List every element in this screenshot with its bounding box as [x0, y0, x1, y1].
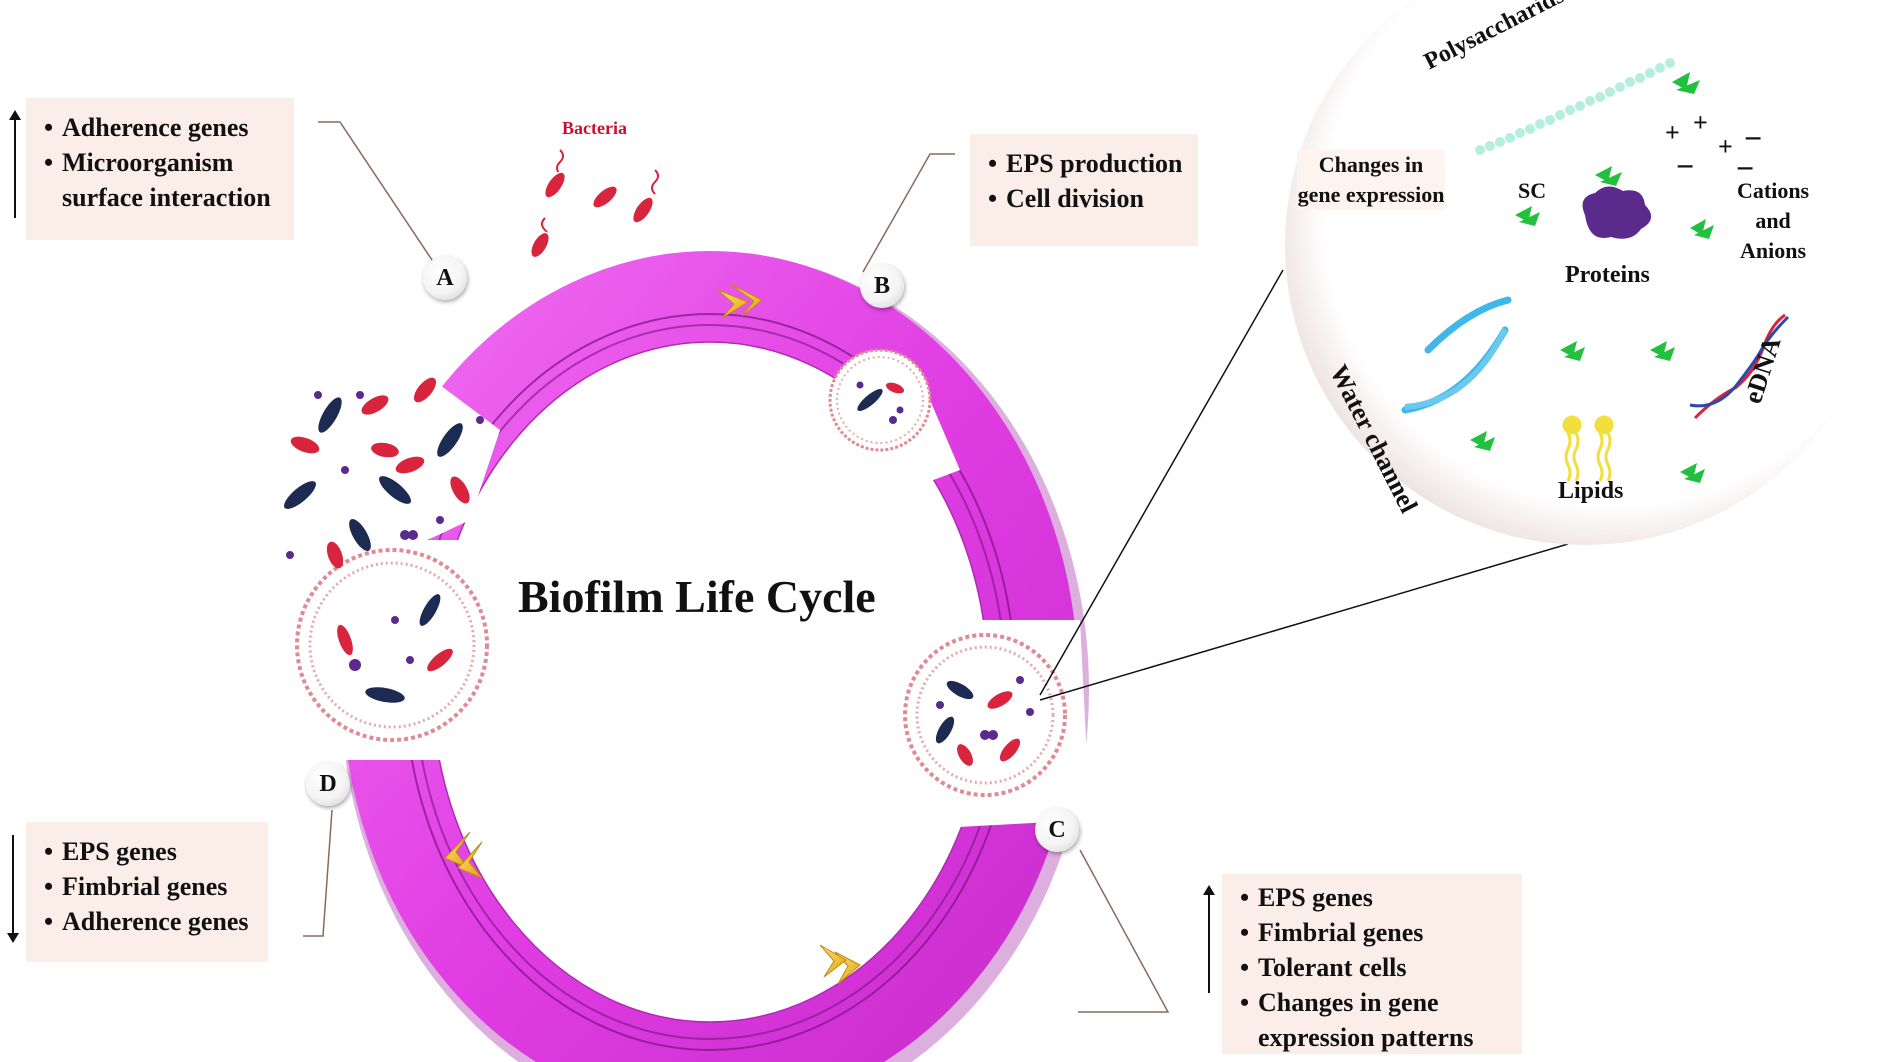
upregulation-arrow-a — [9, 110, 21, 218]
stage-d-marker: D — [306, 762, 350, 806]
lipid-molecules — [1562, 415, 1614, 482]
box-c-item-2: Fimbrial genes — [1240, 915, 1506, 950]
protein-blob — [1582, 186, 1652, 239]
stage-b-colony — [828, 348, 932, 452]
cations-anions-label: Cations and Anions — [1737, 176, 1809, 266]
box-stage-a: Adherence genes Microorganism surface in… — [26, 98, 294, 240]
polysaccharide-chain — [1475, 58, 1675, 155]
box-d-item-2: Fimbrial genes — [44, 869, 252, 904]
direction-arrows — [444, 283, 861, 985]
connector-a — [318, 121, 441, 273]
charge-plus-1: + — [1665, 118, 1680, 147]
box-b-item-1: EPS production — [988, 146, 1183, 181]
connector-c — [1078, 849, 1170, 1013]
dispersing-cells — [284, 377, 484, 569]
sc-label: SC — [1518, 178, 1547, 203]
downregulation-arrow-d — [7, 835, 19, 943]
proteins-label: Proteins — [1565, 262, 1650, 288]
red-cell — [884, 381, 906, 395]
sc-molecules — [1470, 72, 1714, 483]
stage-c-colony — [903, 633, 1067, 797]
stage-d-colony — [295, 548, 489, 742]
box-c-item-5: expression patterns — [1258, 1023, 1474, 1052]
box-a-item-3: surface interaction — [62, 183, 271, 212]
anions-word: Anions — [1740, 238, 1807, 263]
arrow-bottom-left-b — [457, 841, 483, 879]
box-stage-b: EPS production Cell division — [970, 134, 1198, 246]
arrow-top-b — [729, 283, 763, 317]
stage-c-marker: C — [1035, 808, 1079, 852]
planktonic-bacteria — [529, 149, 659, 259]
and-word: and — [1755, 208, 1791, 233]
stage-a-marker: A — [423, 256, 467, 300]
charge-plus-3: + — [1718, 132, 1733, 161]
bacteria-label: Bacteria — [562, 118, 627, 138]
arrow-top — [717, 289, 750, 319]
box-b-item-2: Cell division — [988, 181, 1182, 216]
lipids-label: Lipids — [1558, 478, 1624, 504]
box-stage-c: EPS genes Fimbrial genes Tolerant cells … — [1222, 874, 1522, 1054]
zoom-lines — [1039, 269, 1569, 701]
box-a-item-1: Adherence genes — [44, 110, 278, 145]
rod-cell — [857, 389, 883, 411]
cations-word: Cations — [1737, 178, 1810, 203]
charge-minus-2: − — [1744, 120, 1763, 156]
box-c-item-1: EPS genes — [1240, 880, 1506, 915]
changes-gene-expression-label: Changes in gene expression — [1297, 150, 1445, 210]
stage-b-marker: B — [860, 264, 904, 308]
box-d-item-1: EPS genes — [44, 834, 252, 869]
edna-helix — [1689, 313, 1790, 420]
connector-d — [303, 809, 333, 937]
box-c-item-4: Changes in gene — [1240, 985, 1506, 1020]
upregulation-arrow-c — [1203, 885, 1215, 993]
box-d-item-3: Adherence genes — [44, 904, 252, 939]
charge-minus-1: − — [1676, 148, 1695, 184]
charge-plus-2: + — [1693, 108, 1708, 137]
connector-b — [862, 153, 955, 273]
charge-minus-3: − — [1736, 150, 1755, 186]
box-c-item-3: Tolerant cells — [1240, 950, 1506, 985]
matrix-zoom — [1285, 0, 1885, 545]
arrow-bottom-right-b — [819, 944, 847, 978]
diagram-title: Biofilm Life Cycle — [518, 571, 876, 622]
box-a-item-2: Microorganism — [44, 145, 278, 180]
connector-lines — [303, 121, 1170, 1013]
box-stage-d: EPS genes Fimbrial genes Adherence genes — [26, 822, 268, 962]
water-channel-shape — [1404, 327, 1508, 410]
